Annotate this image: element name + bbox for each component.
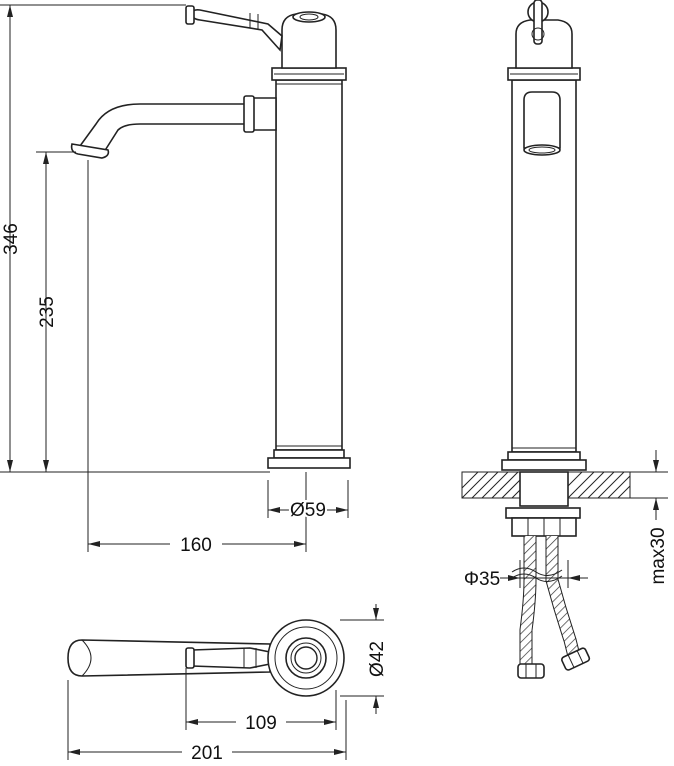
front-view — [501, 0, 587, 471]
front-base-ring — [507, 451, 581, 461]
dim-overall-length: 201 — [191, 743, 223, 764]
hose-nut-right — [561, 647, 591, 671]
dim-top-diameter: Ø42 — [367, 641, 388, 677]
front-shank — [519, 471, 569, 507]
side-dimensions: 346 235 160 Ø59 — [0, 4, 349, 556]
top-lever-handle — [191, 647, 271, 669]
front-spout — [523, 91, 561, 149]
front-fixing-nut — [505, 507, 581, 519]
top-view — [67, 619, 345, 697]
front-cartridge-housing — [515, 19, 573, 69]
side-aerator — [70, 143, 110, 159]
dim-handle-reach: 109 — [245, 713, 277, 734]
deck-section — [461, 471, 631, 537]
front-dimensions: Φ35 max30 — [464, 450, 669, 590]
dim-hole-diameter: Φ35 — [464, 569, 500, 590]
side-body-column — [275, 79, 343, 451]
side-spout-collar — [243, 95, 255, 133]
side-base-plate — [267, 457, 351, 469]
side-view — [70, 5, 351, 469]
dim-base-diameter: Ø59 — [290, 500, 326, 521]
dim-spout-height: 235 — [37, 296, 58, 328]
dim-max-deck-thickness: max30 — [648, 527, 669, 584]
dim-spout-reach: 160 — [180, 535, 212, 556]
side-lever-handle — [191, 9, 283, 52]
top-dimensions: Ø42 109 201 — [67, 604, 388, 764]
dim-total-height: 346 — [1, 223, 22, 255]
hose-nut-left — [517, 663, 545, 679]
flexible-hoses — [511, 536, 591, 679]
front-base-plate — [501, 459, 587, 471]
side-base-ring — [273, 449, 345, 459]
